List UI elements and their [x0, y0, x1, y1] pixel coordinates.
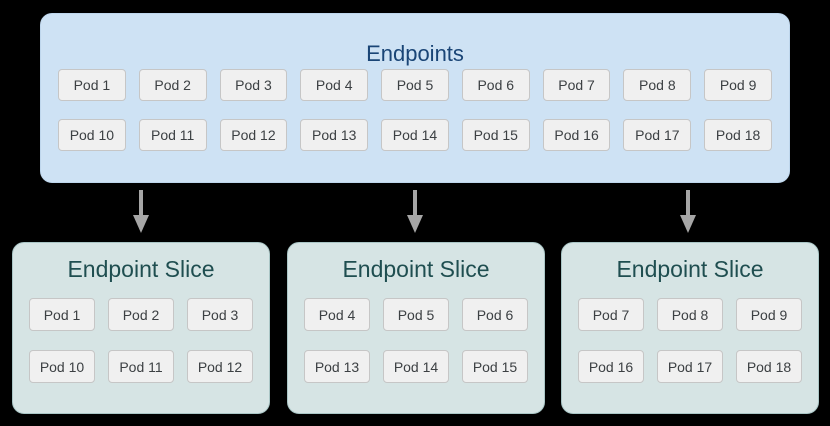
- pod-chip: Pod 15: [462, 350, 528, 383]
- down-arrow-icon: [407, 190, 423, 233]
- pod-chip: Pod 1: [58, 69, 126, 101]
- pod-chip: Pod 12: [187, 350, 253, 383]
- pod-chip: Pod 13: [304, 350, 370, 383]
- pod-chip: Pod 11: [138, 119, 207, 151]
- pod-chip: Pod 4: [304, 298, 370, 331]
- pod-chip: Pod 18: [736, 350, 802, 383]
- arrow-head: [133, 215, 149, 233]
- pod-chip: Pod 13: [300, 119, 369, 151]
- pod-chip: Pod 16: [578, 350, 644, 383]
- endpoints-title: Endpoints: [366, 41, 464, 66]
- pod-chip: Pod 7: [542, 69, 611, 101]
- endpoint-slice-title: Endpoint Slice: [67, 256, 215, 282]
- endpoint-slice-box-1: Endpoint Slice Pod 1 Pod 2 Pod 3 Pod 10 …: [12, 242, 270, 414]
- pod-chip: Pod 2: [138, 69, 207, 101]
- down-arrow-icon: [680, 190, 696, 233]
- pod-chip: Pod 7: [578, 298, 644, 331]
- down-arrow-icon: [133, 190, 149, 233]
- pod-chip: Pod 9: [736, 298, 802, 331]
- arrow-stem: [413, 190, 417, 215]
- arrow-head: [407, 215, 423, 233]
- pod-chip: Pod 16: [542, 119, 611, 151]
- pod-chip: Pod 17: [623, 119, 692, 151]
- pod-chip: Pod 18: [704, 119, 772, 151]
- endpoint-slice-pod-grid: Pod 4 Pod 5 Pod 6 Pod 13 Pod 14 Pod 15: [304, 298, 528, 383]
- pod-chip: Pod 9: [704, 69, 772, 101]
- pod-chip: Pod 10: [29, 350, 95, 383]
- pod-chip: Pod 17: [657, 350, 723, 383]
- endpoint-slice-title: Endpoint Slice: [342, 256, 490, 282]
- pod-chip: Pod 4: [300, 69, 369, 101]
- endpoint-slice-box-3: Endpoint Slice Pod 7 Pod 8 Pod 9 Pod 16 …: [561, 242, 819, 414]
- endpoints-box: Endpoints Pod 1 Pod 2 Pod 3 Pod 4 Pod 5 …: [40, 13, 790, 183]
- pod-chip: Pod 8: [657, 298, 723, 331]
- endpoint-slice-pod-grid: Pod 1 Pod 2 Pod 3 Pod 10 Pod 11 Pod 12: [29, 298, 253, 383]
- pod-chip: Pod 1: [29, 298, 95, 331]
- pod-chip: Pod 14: [381, 119, 449, 151]
- endpoint-slice-box-2: Endpoint Slice Pod 4 Pod 5 Pod 6 Pod 13 …: [287, 242, 545, 414]
- arrow-stem: [139, 190, 143, 215]
- pod-chip: Pod 5: [381, 69, 449, 101]
- pod-chip: Pod 6: [461, 69, 530, 101]
- pod-chip: Pod 14: [383, 350, 449, 383]
- arrow-head: [680, 215, 696, 233]
- pod-chip: Pod 5: [383, 298, 449, 331]
- pod-chip: Pod 15: [461, 119, 530, 151]
- pod-chip: Pod 3: [187, 298, 253, 331]
- pod-chip: Pod 3: [219, 69, 288, 101]
- arrow-stem: [686, 190, 690, 215]
- endpoint-slice-pod-grid: Pod 7 Pod 8 Pod 9 Pod 16 Pod 17 Pod 18: [578, 298, 802, 383]
- pod-chip: Pod 10: [58, 119, 126, 151]
- endpoint-slice-title: Endpoint Slice: [616, 256, 764, 282]
- pod-chip: Pod 12: [219, 119, 288, 151]
- pod-chip: Pod 2: [108, 298, 174, 331]
- pod-chip: Pod 11: [108, 350, 174, 383]
- pod-chip: Pod 8: [623, 69, 692, 101]
- pod-chip: Pod 6: [462, 298, 528, 331]
- endpoints-pod-grid: Pod 1 Pod 2 Pod 3 Pod 4 Pod 5 Pod 6 Pod …: [58, 69, 772, 151]
